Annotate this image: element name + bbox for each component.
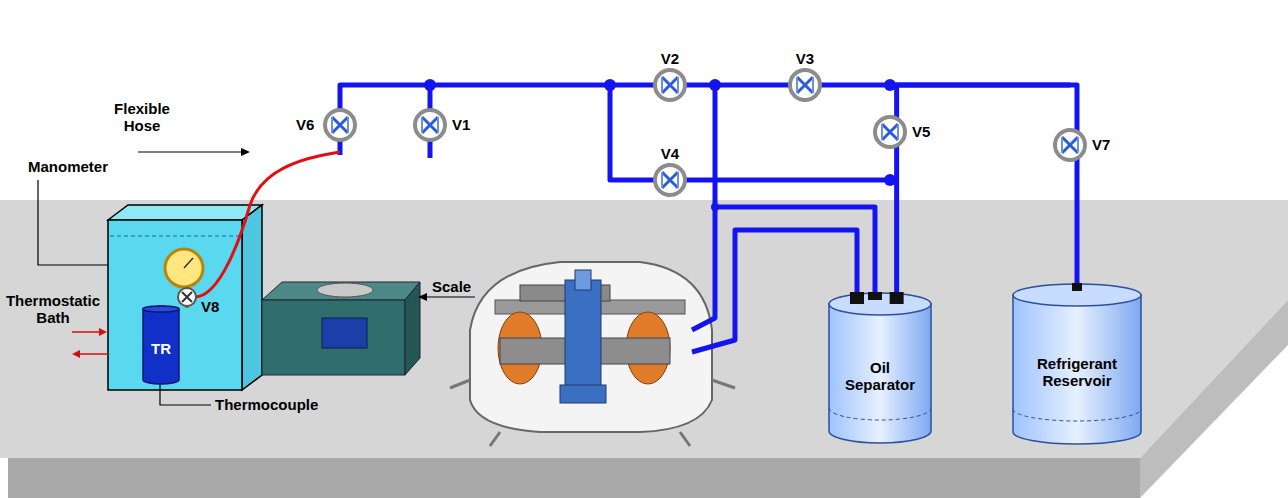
junction-dot <box>604 79 616 91</box>
node-text: TR <box>151 340 171 357</box>
part-label: Flexible Hose <box>97 100 187 135</box>
scale-side <box>405 282 420 375</box>
water-line <box>110 235 240 236</box>
pipe-junctions <box>424 79 896 211</box>
arrow-head <box>72 350 80 358</box>
main-pipe <box>340 85 1070 155</box>
junction-dot <box>711 203 719 211</box>
scale-body <box>262 300 405 375</box>
scale-pan <box>317 283 373 297</box>
manometer-dial <box>165 249 203 287</box>
compressor-feet <box>450 380 735 446</box>
scale-top <box>262 282 420 300</box>
test-cylinder: TR <box>142 305 180 385</box>
flow-arrow <box>78 353 108 355</box>
pipe-connector <box>897 85 1077 292</box>
bath-top <box>108 205 262 220</box>
arrow-head <box>241 148 250 156</box>
manometer-needle <box>184 258 193 268</box>
crankshaft <box>565 280 601 390</box>
valve-label: V7 <box>1092 136 1110 153</box>
node-text: Oil Separator <box>828 359 932 394</box>
arrow-head <box>418 293 427 301</box>
valve-label: V5 <box>912 123 930 140</box>
leader-line <box>38 180 108 265</box>
part-label: Thermocouple <box>215 396 318 413</box>
node-text: Refrigerant Reservoir <box>1012 355 1142 390</box>
pipe-network <box>340 85 1070 352</box>
table-front <box>8 458 1140 498</box>
valve-symbol <box>655 70 685 100</box>
bath-side <box>242 205 262 390</box>
valve-label: V2 <box>661 50 679 67</box>
part-label: Scale <box>432 278 471 295</box>
valve-symbol <box>1055 130 1085 160</box>
compressor-shell <box>470 262 712 432</box>
part-label: Thermostatic Bath <box>3 292 103 327</box>
valve-symbol <box>875 117 905 147</box>
valve-label: V1 <box>452 116 470 133</box>
leader-line <box>138 151 244 152</box>
scale-display <box>322 318 367 348</box>
bath-front <box>108 220 242 390</box>
valve-label: V6 <box>296 116 314 133</box>
vessel-cylinder: Oil Separator <box>828 292 932 444</box>
arrow-head <box>99 328 107 336</box>
valve-label: V4 <box>661 145 679 162</box>
table-side <box>1140 300 1288 498</box>
leader-line <box>424 296 475 297</box>
junction-dot <box>709 79 721 91</box>
part-label: Manometer <box>28 158 108 175</box>
flexible-hose <box>196 152 340 297</box>
rotor-base <box>560 385 606 403</box>
crank-pin <box>575 270 591 290</box>
valve-label: V8 <box>201 298 219 315</box>
valve-label: V3 <box>796 50 814 67</box>
valve-symbol <box>325 110 355 140</box>
table-top <box>0 200 1288 458</box>
pipe <box>715 207 875 292</box>
valve-symbol <box>178 288 196 306</box>
valve-symbol <box>790 70 820 100</box>
valve-symbol <box>415 110 445 140</box>
valve-symbol <box>655 165 685 195</box>
pipe <box>610 85 890 180</box>
vessel-cylinder: Refrigerant Reservoir <box>1012 283 1142 445</box>
junction-dot <box>424 79 436 91</box>
